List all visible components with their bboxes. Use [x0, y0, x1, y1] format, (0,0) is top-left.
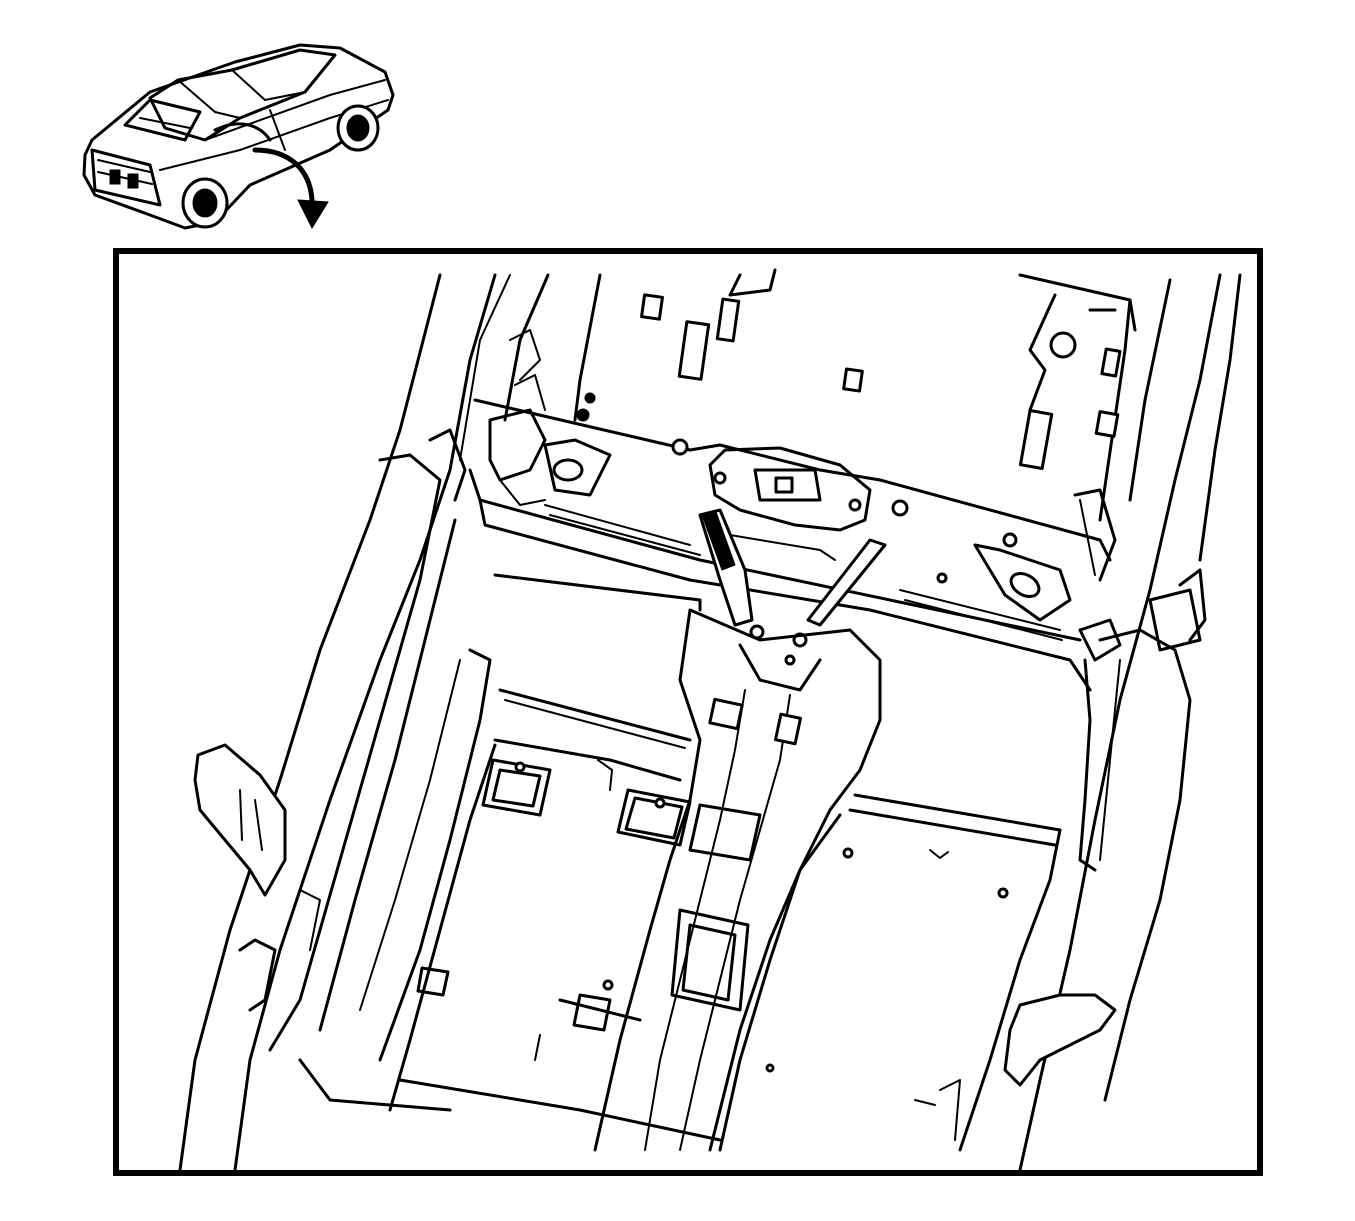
curved-arrow-down-icon	[252, 147, 329, 230]
car-locator-icon	[82, 43, 395, 230]
interior-floor-drawing	[178, 268, 1242, 1170]
